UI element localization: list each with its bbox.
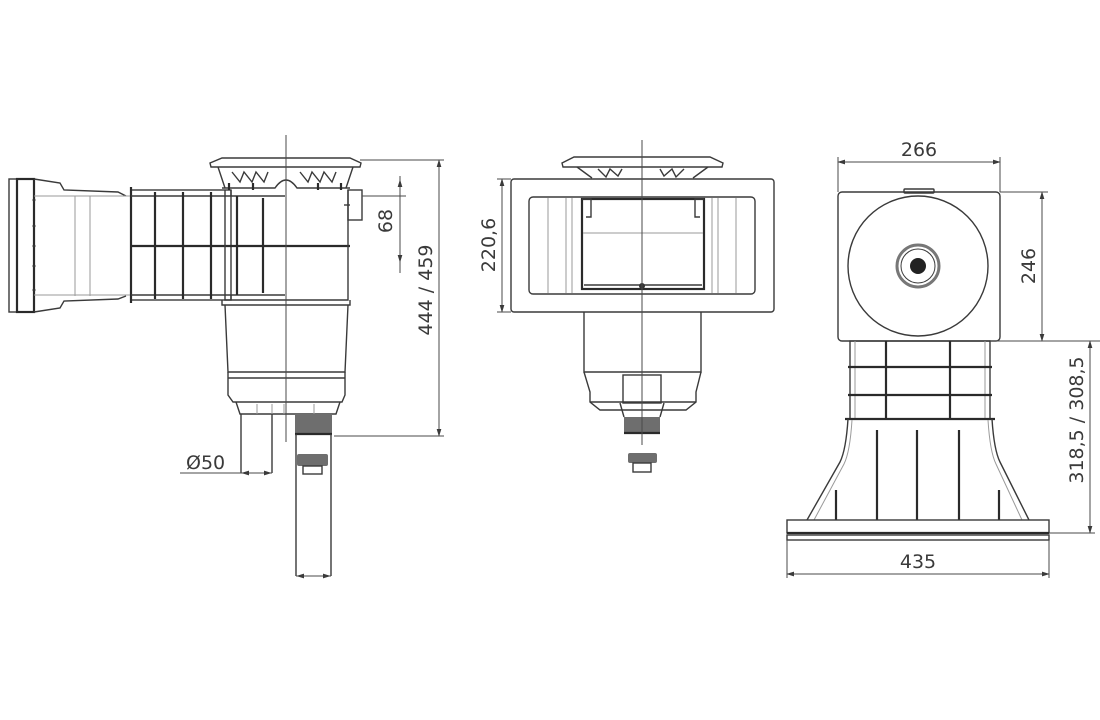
dim-label-diameter-50: Ø50: [186, 452, 225, 474]
dimension-266: 266: [837, 139, 1001, 192]
rear-view: 266 246 318,5 / 308,5 435: [786, 139, 1100, 578]
front-view: 220,6: [478, 140, 775, 473]
rear-base: [786, 340, 1050, 541]
front-opening: [580, 197, 706, 291]
side-pipes: [240, 414, 332, 576]
skimmer-body: [221, 189, 363, 415]
dim-label-68: 68: [375, 209, 397, 233]
side-view: 68 444 / 459 Ø50: [8, 135, 444, 579]
dimension-444-459: 444 / 459: [334, 159, 444, 437]
rear-body: [837, 188, 1001, 342]
dimension-diameter-50: Ø50: [180, 452, 272, 476]
dim-label-220-6: 220,6: [478, 218, 500, 272]
dim-label-444-459: 444 / 459: [415, 244, 437, 335]
dim-label-435: 435: [900, 551, 936, 573]
dimension-220-6: 220,6: [478, 178, 511, 313]
skimmer-lid: [209, 157, 362, 190]
plug-fitting: [297, 454, 328, 466]
front-lid: [561, 156, 724, 179]
dimension-318-5-308-5: 318,5 / 308,5: [1049, 340, 1095, 534]
dimension-68: 68: [362, 176, 406, 273]
dim-label-246: 246: [1018, 248, 1040, 284]
dim-label-318-5-308-5: 318,5 / 308,5: [1066, 356, 1088, 483]
extension-tube: [129, 187, 350, 303]
front-body: [583, 312, 702, 473]
dimension-435: 435: [786, 540, 1050, 578]
dimension-246: 246: [990, 191, 1100, 342]
mouth-flange: [8, 177, 130, 314]
threaded-fitting: [295, 414, 332, 434]
dim-label-266: 266: [901, 139, 937, 161]
